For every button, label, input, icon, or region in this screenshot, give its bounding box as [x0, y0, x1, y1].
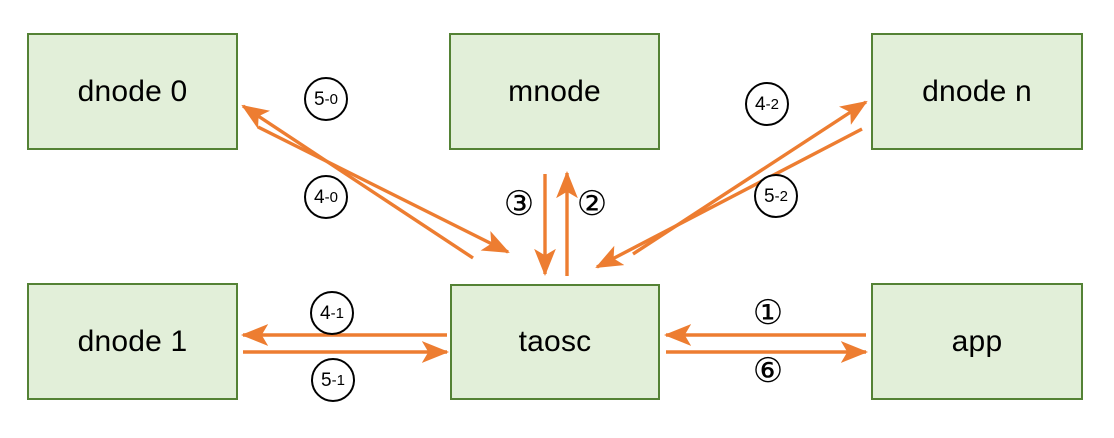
step-badge-2: ②: [576, 185, 608, 223]
node-label-dnoden: dnode n: [922, 74, 1032, 108]
node-label-taosc: taosc: [518, 325, 592, 358]
node-taosc[interactable]: taosc: [450, 284, 660, 400]
arrow-5-0: [241, 104, 474, 260]
step-badge-4-0-suffix: -0: [324, 188, 338, 206]
node-label-app: app: [951, 324, 1003, 358]
step-badge-3: ③: [503, 185, 535, 223]
node-label-dnode1: dnode 1: [77, 324, 188, 358]
arrow-4-0: [257, 125, 510, 254]
step-badge-4-2-main: 4: [755, 93, 766, 115]
node-dnode0[interactable]: dnode 0: [27, 33, 238, 150]
node-dnoden[interactable]: dnode n: [871, 33, 1083, 150]
step-badge-5-2: 5-2: [754, 174, 798, 218]
step-badge-4-0-main: 4: [314, 186, 325, 208]
step-badge-5-0-main: 5: [314, 88, 325, 110]
step-badge-5-2-suffix: -2: [774, 187, 788, 205]
step-badge-4-0: 4-0: [304, 175, 348, 219]
step-badge-4-2-suffix: -2: [765, 95, 779, 113]
node-label-dnode0: dnode 0: [77, 74, 188, 108]
arrow-5-2: [595, 127, 863, 269]
step-badge-5-0: 5-0: [304, 77, 348, 121]
step-badge-5-0-suffix: -0: [324, 90, 338, 108]
step-badge-5-1-suffix: -1: [331, 371, 345, 389]
step-badge-4-1-suffix: -1: [330, 304, 344, 322]
step-badge-5-1: 5-1: [311, 358, 355, 402]
step-badge-1: ①: [752, 294, 784, 332]
node-label-mnode: mnode: [508, 74, 601, 108]
node-mnode[interactable]: mnode: [449, 33, 660, 150]
step-badge-5-2-main: 5: [764, 185, 775, 207]
step-badge-5-1-main: 5: [321, 369, 332, 391]
step-badge-4-1: 4-1: [310, 291, 354, 335]
step-badge-4-1-main: 4: [320, 302, 331, 324]
step-badge-6: ⑥: [752, 352, 784, 390]
node-app[interactable]: app: [871, 283, 1083, 400]
step-badge-4-2: 4-2: [745, 82, 789, 126]
node-dnode1[interactable]: dnode 1: [27, 283, 238, 400]
